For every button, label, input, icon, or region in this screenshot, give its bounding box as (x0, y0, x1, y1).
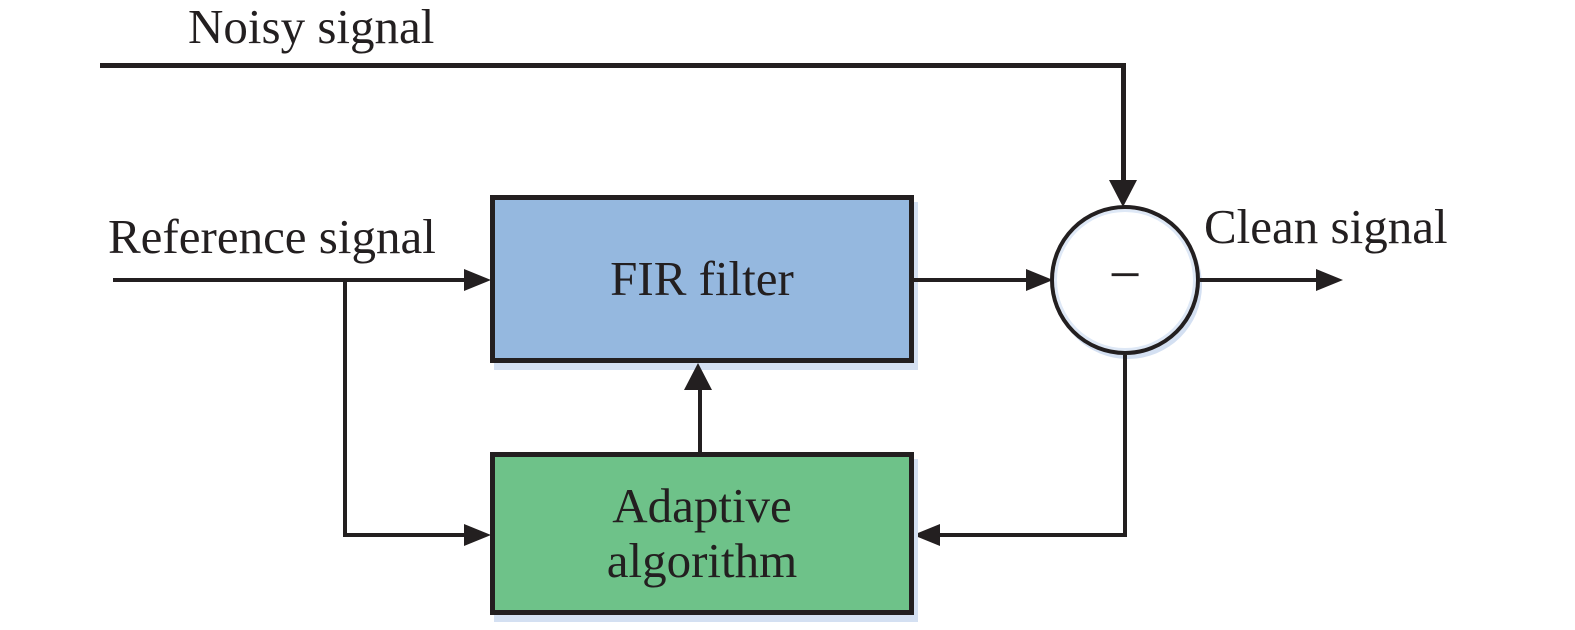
clean-signal-line (1200, 278, 1316, 282)
fir-output-line (911, 278, 1026, 282)
subtractor-node: − (1050, 205, 1200, 355)
noisy-signal-line-horizontal (100, 63, 1125, 68)
noisy-signal-line-vertical (1121, 63, 1126, 181)
error-feedback-line-horizontal (939, 533, 1127, 537)
reference-signal-label: Reference signal (108, 209, 436, 264)
adaptive-to-fir-line (698, 388, 702, 452)
fir-filter-block: FIR filter (490, 195, 914, 363)
noisy-signal-label: Noisy signal (188, 0, 435, 54)
clean-signal-arrowhead (1316, 269, 1343, 291)
reference-signal-line (113, 278, 464, 282)
reference-branch-line-horizontal (343, 533, 464, 537)
adaptive-algorithm-block: Adaptive algorithm (490, 452, 914, 615)
adaptive-to-fir-arrowhead (684, 363, 712, 390)
error-feedback-line-vertical (1123, 355, 1127, 537)
fir-to-subtractor-arrowhead (1026, 269, 1053, 291)
clean-signal-label: Clean signal (1204, 199, 1448, 254)
reference-to-fir-arrowhead (464, 269, 491, 291)
reference-branch-line-vertical (343, 278, 347, 537)
error-to-adaptive-arrowhead (913, 524, 940, 546)
adaptive-algorithm-label: Adaptive algorithm (606, 477, 798, 588)
noisy-signal-arrowhead (1109, 180, 1137, 207)
fir-filter-label: FIR filter (610, 250, 794, 306)
reference-to-adaptive-arrowhead (464, 524, 491, 546)
minus-operator: − (1108, 242, 1142, 307)
